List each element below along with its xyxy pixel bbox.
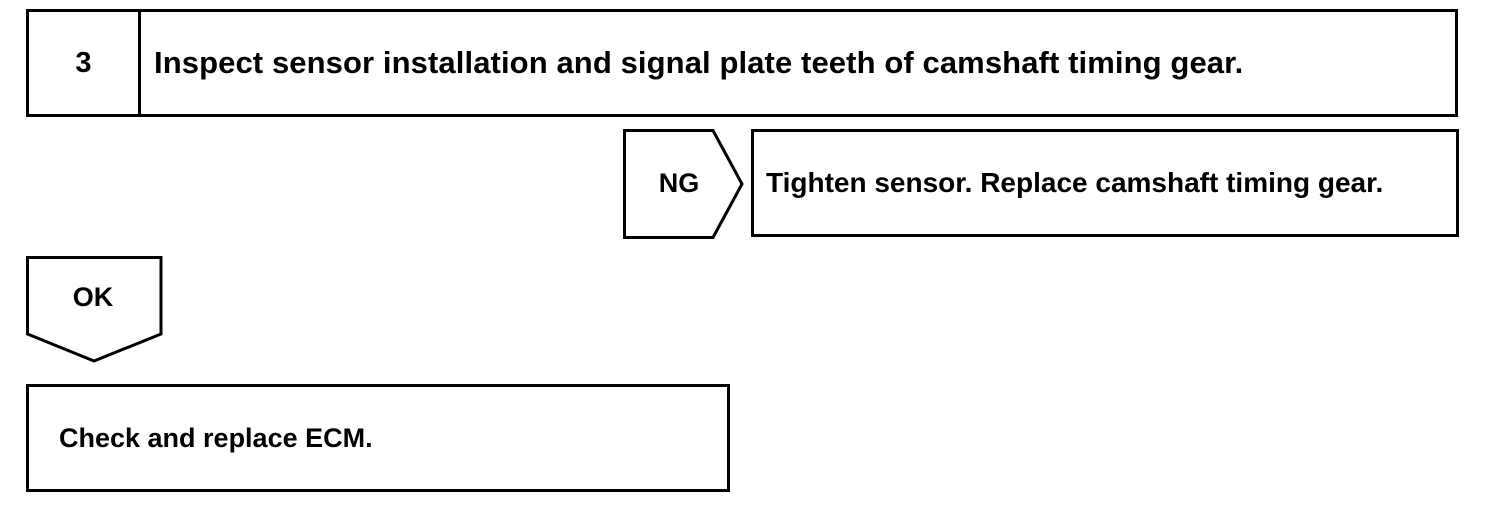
ng-label: NG — [658, 168, 700, 198]
ok-action-text: Check and replace ECM. — [59, 422, 373, 453]
ng-arrow-icon — [623, 129, 744, 239]
step-number: 3 — [29, 12, 141, 114]
step-box: 3 Inspect sensor installation and signal… — [26, 9, 1458, 117]
ok-arrow-icon — [26, 256, 163, 363]
step-title: Inspect sensor installation and signal p… — [154, 45, 1244, 80]
ok-action-box: Check and replace ECM. — [26, 384, 730, 492]
ng-action-box: Tighten sensor. Replace camshaft timing … — [751, 129, 1459, 237]
ng-action-text: Tighten sensor. Replace camshaft timing … — [766, 167, 1384, 198]
ok-label: OK — [72, 282, 114, 312]
